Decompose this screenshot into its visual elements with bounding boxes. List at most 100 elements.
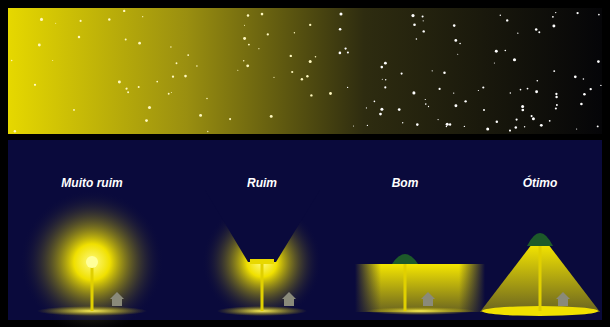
star — [555, 107, 557, 109]
star — [366, 107, 367, 108]
star — [243, 60, 245, 62]
star — [176, 62, 178, 64]
star — [127, 91, 129, 93]
star — [428, 106, 429, 107]
star — [80, 20, 82, 22]
star — [532, 117, 535, 120]
lamp-rating-label: Muito ruim — [61, 176, 122, 190]
star — [509, 130, 511, 132]
star — [385, 79, 386, 80]
star — [527, 88, 529, 90]
star — [34, 84, 36, 86]
star — [531, 115, 533, 117]
star — [168, 93, 170, 95]
star — [516, 119, 518, 121]
star — [600, 85, 601, 86]
star — [267, 33, 269, 35]
star — [184, 75, 187, 78]
star — [261, 13, 264, 16]
star — [413, 23, 416, 26]
star — [580, 103, 583, 106]
lamp-rating-label: Ruim — [247, 176, 277, 190]
star — [535, 28, 538, 31]
star — [398, 108, 401, 111]
sky-band — [8, 8, 602, 134]
star — [439, 88, 441, 90]
star — [416, 38, 418, 40]
star — [500, 14, 501, 15]
star — [453, 92, 454, 93]
star — [273, 77, 274, 78]
star — [597, 60, 600, 63]
star — [540, 124, 543, 127]
star — [243, 37, 246, 40]
star — [486, 127, 489, 130]
star — [556, 104, 558, 106]
star — [555, 12, 556, 13]
star — [459, 43, 461, 45]
star — [55, 23, 56, 24]
star — [196, 65, 198, 67]
star — [73, 109, 75, 111]
star — [506, 19, 508, 21]
star — [248, 44, 250, 46]
star — [425, 99, 426, 100]
star — [520, 89, 522, 91]
star — [291, 71, 293, 73]
star — [423, 30, 425, 32]
star — [496, 120, 499, 123]
star — [549, 120, 551, 122]
star — [598, 14, 600, 16]
star — [510, 92, 511, 93]
star — [521, 109, 524, 112]
star — [290, 55, 292, 57]
star — [206, 98, 207, 99]
star — [483, 109, 485, 111]
star — [583, 78, 585, 80]
star — [384, 86, 386, 88]
star — [590, 88, 592, 90]
star — [381, 66, 384, 69]
star — [553, 70, 555, 72]
star — [384, 62, 387, 65]
star — [138, 86, 140, 88]
star — [347, 51, 349, 53]
star — [521, 105, 524, 108]
star — [411, 14, 414, 17]
lamp-rating-label: Bom — [392, 176, 419, 190]
star — [246, 64, 249, 67]
star — [258, 48, 259, 49]
star — [14, 130, 16, 132]
star — [125, 39, 127, 41]
star — [538, 31, 540, 33]
lamp-bad — [202, 190, 322, 322]
star — [40, 18, 43, 21]
star — [454, 104, 457, 107]
star — [367, 125, 368, 126]
star — [374, 101, 376, 103]
star — [145, 119, 148, 122]
star — [353, 125, 354, 126]
star — [437, 119, 438, 120]
star — [402, 122, 403, 123]
star — [315, 56, 317, 58]
star — [52, 60, 53, 61]
star — [118, 80, 121, 83]
star — [156, 81, 158, 83]
star — [555, 93, 557, 95]
star — [552, 25, 555, 28]
star — [306, 75, 308, 77]
star — [576, 12, 578, 14]
star — [446, 123, 449, 126]
star — [142, 16, 143, 17]
star — [416, 123, 419, 126]
star — [170, 46, 171, 47]
star — [244, 25, 245, 26]
star — [171, 92, 172, 93]
star — [329, 92, 332, 95]
star — [536, 80, 538, 82]
star — [78, 36, 80, 38]
star — [443, 72, 446, 75]
